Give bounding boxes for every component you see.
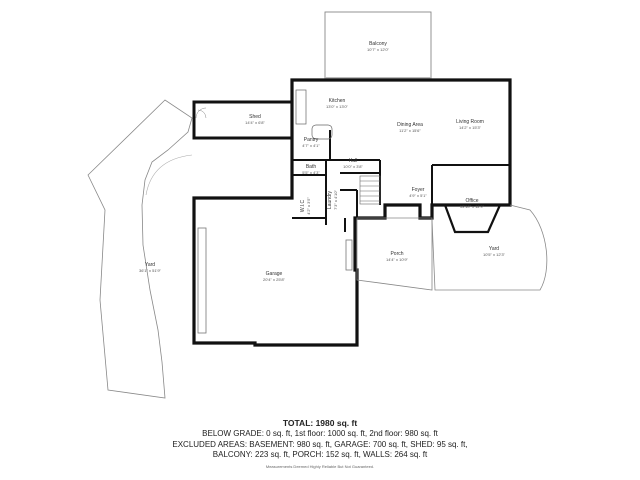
stairs: [359, 175, 381, 205]
room-dims-hall: 10'0" x 3'8": [343, 164, 363, 169]
room-dims-porch: 14'4" x 10'9": [386, 257, 409, 262]
room-dims-kitchen: 13'0" x 13'0": [326, 104, 349, 109]
yard-right-outline: [431, 204, 548, 291]
garage-step: [345, 239, 353, 271]
room-dims-bath: 5'5" x 4'3": [302, 170, 320, 175]
total-area: TOTAL: 1980 sq. ft: [282, 418, 358, 428]
room-name-office: Office: [466, 198, 479, 204]
room-name-foyer: Foyer: [412, 187, 425, 193]
room-name-shed: Shed: [249, 114, 261, 120]
shed-walls: [192, 100, 294, 140]
garage-shelf: [197, 227, 207, 334]
floor-plan-drawing: Balcony 10'7" x 12'0" Kitchen 13'0" x 13…: [87, 11, 548, 399]
yard-left-outline: [87, 99, 193, 399]
room-name-dining: Dining Area: [397, 122, 423, 128]
room-dims-yard-left: 36'1" x 51'9": [139, 268, 162, 273]
room-dims-balcony: 10'7" x 12'0": [367, 47, 390, 52]
shed-door: [195, 107, 207, 119]
room-dims-garage: 20'4" x 25'8": [263, 277, 286, 282]
yard-left-inner-curve: [145, 154, 193, 196]
area-line-1: BELOW GRADE: 0 sq. ft, 1st floor: 1000 s…: [202, 429, 438, 438]
interior-walls: [292, 130, 510, 232]
porch-outline: [356, 217, 433, 291]
room-name-bath: Bath: [306, 164, 317, 170]
room-name-living: Living Room: [456, 119, 484, 125]
room-name-yard-left: Yard: [145, 262, 155, 268]
room-name-balcony: Balcony: [369, 41, 387, 47]
room-name-pantry: Pantry: [304, 137, 319, 143]
room-dims-pantry: 4'7" x 4'1": [302, 143, 320, 148]
room-dims-dining: 11'2" x 15'6": [399, 128, 421, 133]
house-exterior-walls: [192, 78, 512, 347]
room-name-yard-right: Yard: [489, 246, 499, 252]
kitchen-counter: [295, 89, 307, 125]
room-dims-living: 14'2" x 15'3": [459, 125, 482, 130]
room-dims-wic: 4'2" x 3'5": [306, 197, 311, 215]
area-line-3: BALCONY: 223 sq. ft, PORCH: 152 sq. ft, …: [212, 450, 428, 459]
area-line-2: EXCLUDED AREAS: BASEMENT: 980 sq. ft, GA…: [172, 439, 468, 449]
room-dims-shed: 14'4" x 6'8": [245, 120, 265, 125]
room-dims-yard-right: 10'5" x 12'3": [483, 252, 506, 257]
room-name-laundry: Laundry: [327, 190, 333, 209]
area-summary: TOTAL: 1980 sq. ft BELOW GRADE: 0 sq. ft…: [0, 418, 640, 469]
disclaimer: Measurements Deemed Highly Reliable But …: [265, 463, 375, 469]
room-name-hall: Hall: [349, 158, 358, 164]
kitchen-island: [311, 124, 333, 140]
room-dims-laundry: 7'3" x 4'10": [333, 190, 338, 210]
room-name-kitchen: Kitchen: [329, 98, 346, 104]
room-name-garage: Garage: [266, 271, 283, 277]
room-name-porch: Porch: [390, 251, 403, 257]
office-bay-window: [443, 204, 502, 234]
room-dims-foyer: 4'9" x 5'1": [409, 193, 427, 198]
room-name-wic: W.I.C: [300, 200, 306, 213]
room-dims-office: 13'10" x 12'9": [460, 204, 485, 209]
